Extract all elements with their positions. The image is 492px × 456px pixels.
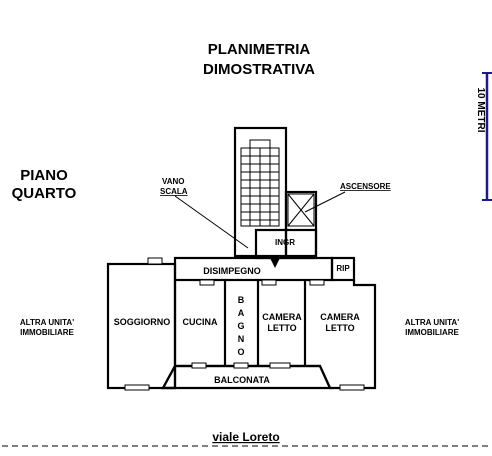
street-label: viale Loreto <box>212 430 279 444</box>
altra-right-line-1: ALTRA UNITA' <box>405 318 459 327</box>
main-outline <box>161 280 377 390</box>
rip-outline <box>330 256 356 282</box>
stair-direction-line <box>249 139 271 226</box>
entrance-arrow <box>270 258 280 268</box>
floor-line-2: QUARTO <box>12 185 77 202</box>
balconata-label: BALCONATA <box>214 375 270 385</box>
camera-2-line-1: CAMERA <box>320 312 360 322</box>
soggiorno-label: SOGGIORNO <box>114 317 171 327</box>
balcony <box>161 364 332 390</box>
scale-bar: 10 METRI <box>475 72 492 201</box>
ascensore-leader <box>304 191 346 213</box>
bagno-letter-4: N <box>238 334 245 344</box>
ascensore-label: ASCENSORE <box>340 182 391 191</box>
altra-left-line-1: ALTRA UNITA' <box>20 318 74 327</box>
stair-treads <box>241 155 279 221</box>
altra-right-line-2: IMMOBILIARE <box>405 328 459 337</box>
camera-1-line-2: LETTO <box>267 323 296 333</box>
vano-scala-leader <box>174 195 249 249</box>
vano-scala-line-1: VANO <box>162 177 185 186</box>
bagno-letter-3: G <box>237 321 244 331</box>
elevator-shaft <box>284 190 318 258</box>
elevator <box>284 190 318 258</box>
vano-scala-line-2: SCALA <box>160 187 188 196</box>
ingresso-label: INGR <box>275 238 295 247</box>
title-line-2: DIMOSTRATIVA <box>203 61 315 78</box>
disimpegno-label: DISIMPEGNO <box>203 266 261 276</box>
cucina-label: CUCINA <box>183 317 218 327</box>
floor-line-1: PIANO <box>20 167 68 184</box>
elevator-cross-2 <box>287 193 315 227</box>
windows <box>124 257 365 391</box>
rip-label: RIP <box>336 264 350 273</box>
bagno-letter-5: O <box>237 347 244 357</box>
stairwell <box>233 126 288 258</box>
camera-1-line-1: CAMERA <box>262 312 302 322</box>
title-line-1: PLANIMETRIA <box>208 41 311 58</box>
scale-label: 10 METRI <box>475 87 486 132</box>
bagno-letter-1: B <box>238 295 245 305</box>
bagno-letter-2: A <box>238 308 245 318</box>
camera-2-line-2: LETTO <box>325 323 354 333</box>
elevator-cab <box>287 193 315 227</box>
altra-left-line-2: IMMOBILIARE <box>20 328 74 337</box>
